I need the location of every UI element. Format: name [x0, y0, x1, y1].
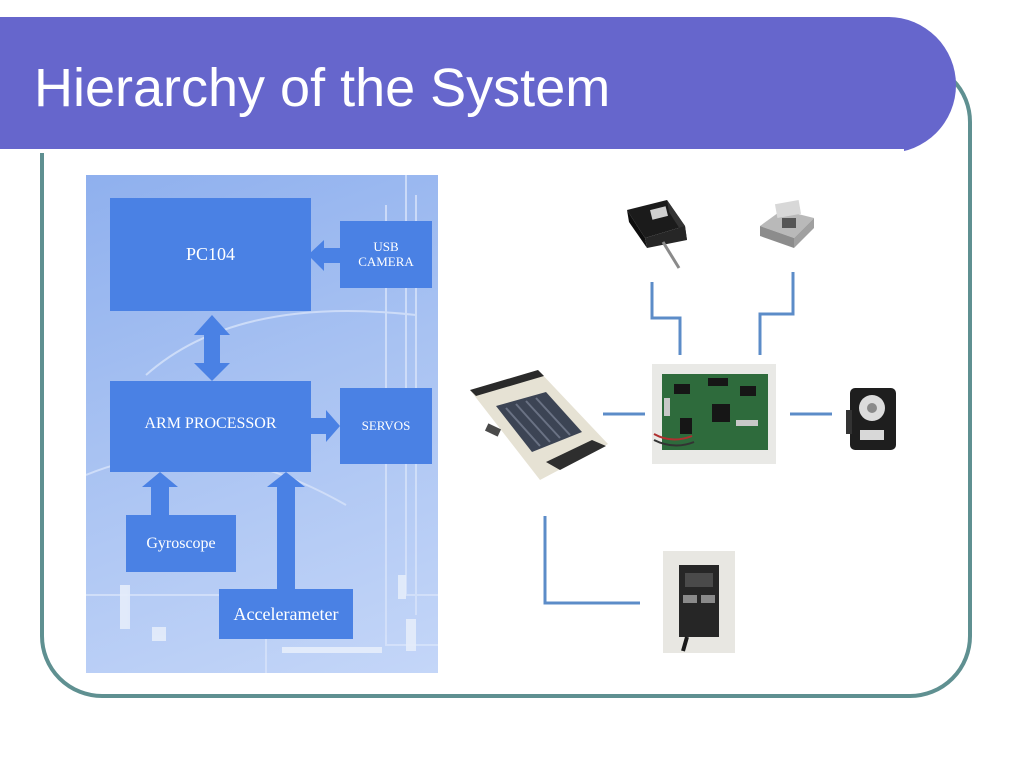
usb-camera-label-line2: CAMERA	[358, 253, 414, 269]
arm-processor-label: ARM PROCESSOR	[144, 414, 277, 432]
block-diagram-panel: PC104 USB CAMERA ARM PROCESSOR SERVOS Gy…	[86, 175, 438, 673]
arrow-arm-to-servos	[311, 410, 340, 442]
usb-camera-block: USB CAMERA	[340, 221, 432, 288]
controller-board-icon	[652, 364, 776, 464]
gyro-sensor-icon	[760, 200, 814, 248]
arrow-camera-to-pc104	[308, 240, 340, 271]
accelerometer-block: Accelerameter	[219, 589, 353, 639]
servos-label: SERVOS	[361, 418, 411, 433]
pc104-board-icon	[470, 370, 608, 480]
pc104-block: PC104	[110, 198, 311, 311]
arrow-gyroscope-to-arm	[142, 472, 178, 515]
pc104-label: PC104	[185, 244, 236, 264]
arm-processor-block: ARM PROCESSOR	[110, 381, 311, 472]
accelerometer-module-icon	[663, 551, 735, 653]
title-bar: Hierarchy of the System	[0, 17, 956, 153]
gyroscope-label: Gyroscope	[146, 534, 216, 552]
arrow-accelerometer-to-arm	[267, 472, 305, 589]
block-arrows	[142, 240, 340, 589]
usb-camera-label-line1: USB	[373, 238, 399, 254]
slide-title: Hierarchy of the System	[34, 58, 611, 118]
servos-block: SERVOS	[340, 388, 432, 464]
arrow-pc104-arm-bidirectional	[194, 315, 230, 381]
gyroscope-block: Gyroscope	[126, 515, 236, 572]
accelerometer-label: Accelerameter	[233, 603, 339, 624]
inclinometer-sensor-icon	[627, 200, 687, 269]
title-underline	[0, 149, 904, 153]
servo-motor-icon	[846, 388, 896, 450]
